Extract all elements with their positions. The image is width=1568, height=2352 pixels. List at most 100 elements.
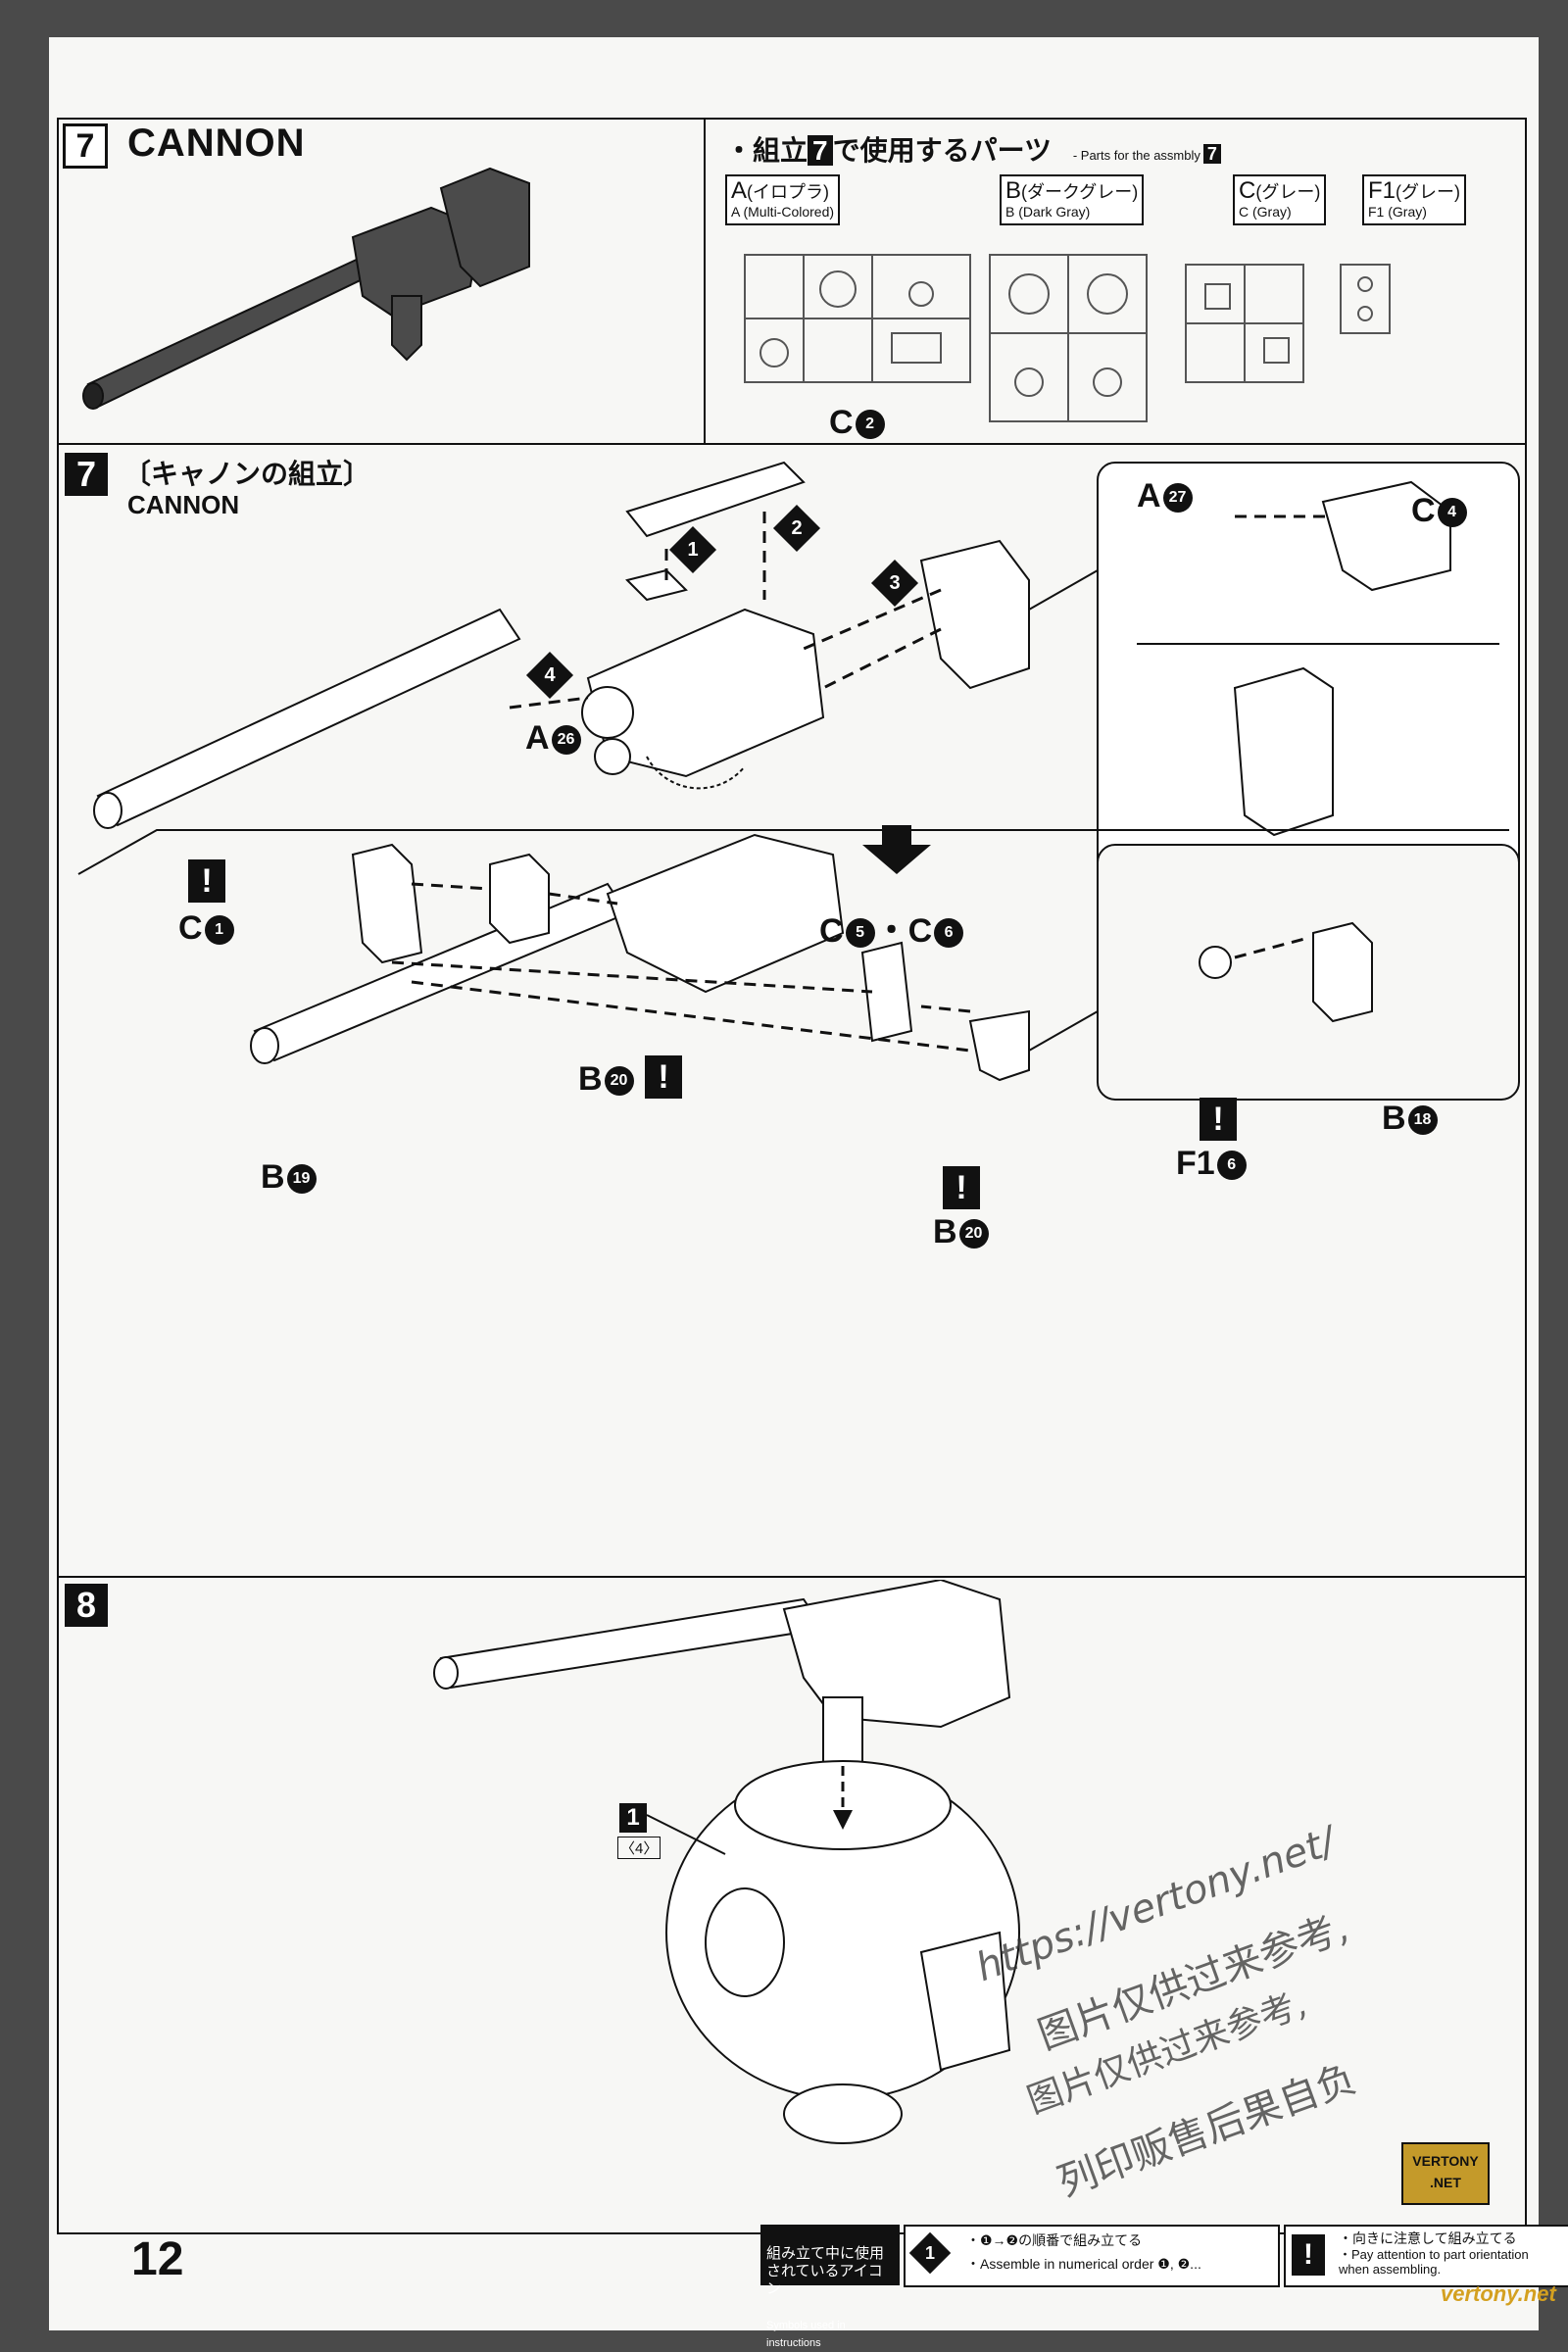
step-marker-3-text: 3 bbox=[889, 572, 901, 594]
runner-f1-jp: (グレー) bbox=[1396, 182, 1461, 202]
cannon-title: CANNON bbox=[127, 122, 306, 165]
runner-b-label: B(ダークグレー) B (Dark Gray) bbox=[1000, 174, 1145, 225]
vertony-badge: VERTONY .NET bbox=[1401, 2142, 1490, 2205]
cannon-assembly-illustration bbox=[77, 461, 1520, 1101]
runner-c-jp: (グレー) bbox=[1255, 182, 1321, 202]
attention-icon-b20-mid: ! bbox=[943, 1166, 980, 1209]
label-b20-top-letter: B bbox=[578, 1060, 603, 1098]
runner-a-en: A (Multi-Colored) bbox=[731, 204, 835, 220]
cannon-header-illustration bbox=[82, 167, 530, 410]
runner-f1-label: F1(グレー) F1 (Gray) bbox=[1362, 174, 1467, 225]
label-b20-top-num: 20 bbox=[604, 1066, 634, 1097]
runner-b-code: B bbox=[1005, 177, 1022, 204]
header-divider bbox=[704, 120, 706, 443]
watermark-corner: vertony.net bbox=[1441, 2281, 1556, 2306]
legend-order: 1 ・❶→❷の順番で組み立てる ・Assemble in numerical o… bbox=[904, 2225, 1280, 2287]
step-7-header-number: 7 bbox=[63, 123, 108, 169]
label-c6-num: 6 bbox=[934, 918, 964, 949]
runner-a-label: A(イロプラ) A (Multi-Colored) bbox=[725, 174, 841, 225]
final-assembly-illustration bbox=[433, 1580, 1020, 2144]
step-7-number: 7 bbox=[65, 453, 108, 496]
legend-order-jp: ・❶→❷の順番で組み立てる bbox=[966, 2232, 1143, 2248]
runner-b-en: B (Dark Gray) bbox=[1005, 204, 1091, 220]
label-a27-num: 27 bbox=[1162, 483, 1193, 514]
label-c5-num: 5 bbox=[845, 918, 875, 949]
label-a26-num: 26 bbox=[551, 725, 581, 756]
runner-c-label: C(グレー) C (Gray) bbox=[1233, 174, 1327, 225]
attention-icon-c1: ! bbox=[188, 859, 225, 903]
runner-sprues bbox=[744, 254, 1391, 422]
runner-f1-code: F1 bbox=[1368, 177, 1396, 204]
cannon-assembly-title-en: CANNON bbox=[127, 490, 240, 519]
parts-heading-en-step: 7 bbox=[1202, 144, 1221, 164]
label-c56-sep: ・ bbox=[874, 912, 908, 950]
legend-order-en: ・Assemble in numerical order ❶, ❷... bbox=[966, 2256, 1201, 2272]
parts-heading-en: - Parts for the assmbly bbox=[1072, 148, 1200, 163]
legend-title-jp: 組み立て中に使用 されているアイコン bbox=[766, 2245, 885, 2297]
label-b19-letter: B bbox=[261, 1158, 285, 1196]
runner-f1-en: F1 (Gray) bbox=[1368, 204, 1427, 220]
label-b18-num: 18 bbox=[1407, 1105, 1438, 1136]
step-marker-1: 1 bbox=[668, 525, 717, 574]
step-8-number: 8 bbox=[65, 1584, 108, 1627]
cannon-assembly-title-jp: 〔キャノンの組立〕 bbox=[123, 459, 371, 489]
step-marker-3: 3 bbox=[870, 559, 919, 608]
legend-order-icon: 1 bbox=[908, 2231, 952, 2275]
step-marker-1-text: 1 bbox=[687, 539, 699, 561]
parts-heading-suffix: で使用するパーツ bbox=[832, 135, 1053, 166]
legend-title: 組み立て中に使用 されているアイコン Symbols used in instr… bbox=[760, 2225, 900, 2349]
legend-attention-en: ・Pay attention to part orientation when … bbox=[1339, 2247, 1529, 2277]
label-c1-num: 1 bbox=[204, 915, 234, 946]
label-b19-num: 19 bbox=[286, 1164, 317, 1195]
ref-part-1-badge: 1 bbox=[619, 1803, 647, 1833]
label-c6-letter: C bbox=[907, 912, 933, 950]
legend-attention-icon: ! bbox=[1292, 2234, 1325, 2276]
step-marker-2-text: 2 bbox=[791, 517, 803, 539]
label-c1-letter: C bbox=[178, 909, 203, 947]
legend-attention-jp: ・向きに注意して組み立てる bbox=[1339, 2230, 1517, 2246]
attention-icon-b20-top: ! bbox=[645, 1055, 682, 1099]
label-b18-letter: B bbox=[1382, 1100, 1406, 1137]
runner-c-code: C bbox=[1239, 177, 1256, 204]
label-f16-num: 6 bbox=[1216, 1151, 1247, 1181]
runner-c-en: C (Gray) bbox=[1239, 204, 1292, 220]
label-a27-letter: A bbox=[1137, 477, 1161, 514]
legend-order-icon-text: 1 bbox=[924, 2243, 935, 2263]
label-f16-letter: F1 bbox=[1176, 1145, 1215, 1182]
attention-icon-f16: ! bbox=[1200, 1098, 1237, 1141]
label-b20-mid-num: 20 bbox=[958, 1219, 989, 1250]
header-bottom-line bbox=[59, 443, 1525, 445]
label-b20-mid-letter: B bbox=[933, 1213, 957, 1250]
runner-b-jp: (ダークグレー) bbox=[1021, 182, 1139, 202]
runner-a-code: A bbox=[731, 177, 748, 204]
label-c2-num: 2 bbox=[855, 410, 885, 440]
legend-attention: ! ・向きに注意して組み立てる ・Pay attention to part o… bbox=[1284, 2225, 1568, 2287]
parts-heading-step: 7 bbox=[808, 135, 833, 166]
step-marker-4: 4 bbox=[525, 651, 574, 700]
label-c4-letter: C bbox=[1411, 492, 1436, 529]
step-marker-2: 2 bbox=[772, 504, 821, 553]
label-a26-letter: A bbox=[525, 719, 550, 757]
parts-heading-prefix: ・組立 bbox=[725, 135, 808, 166]
label-c5-letter: C bbox=[819, 912, 844, 950]
ref-step-4: 〈4〉 bbox=[617, 1837, 662, 1859]
section-7-bottom-line bbox=[59, 1576, 1525, 1578]
step-marker-4-text: 4 bbox=[544, 664, 556, 686]
page-number: 12 bbox=[131, 2233, 184, 2285]
legend-title-en: Symbols used in instructions bbox=[766, 2320, 846, 2349]
label-c4-num: 4 bbox=[1437, 498, 1467, 528]
runner-a-jp: (イロプラ) bbox=[747, 182, 830, 202]
